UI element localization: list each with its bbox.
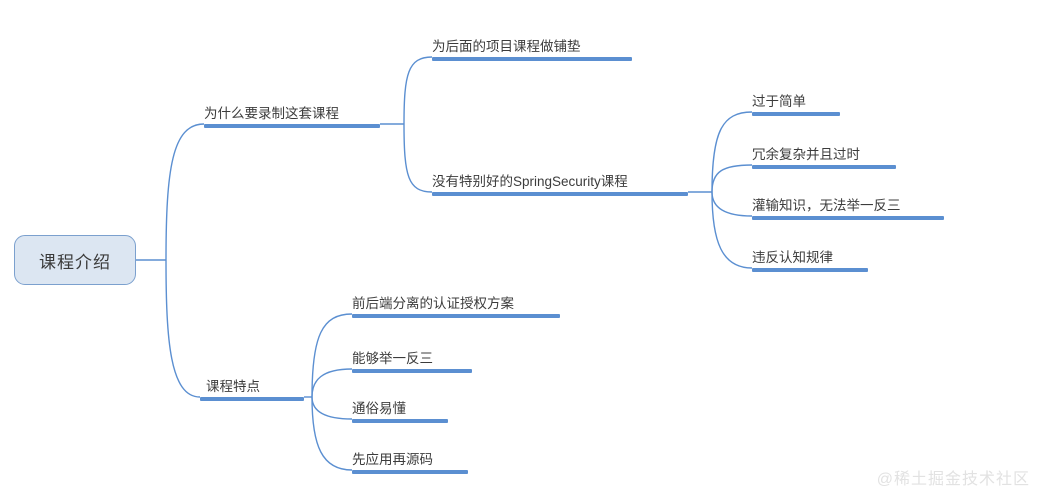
topic-ss-child-2-label: 冗余复杂并且过时: [752, 147, 860, 163]
connector-ss-to-c4: [711, 191, 753, 269]
topic-why[interactable]: 为什么要录制这套课程: [204, 96, 380, 128]
topic-ss-child-4-label: 违反认知规律: [752, 250, 833, 266]
connector-ss-to-c1: [711, 111, 753, 193]
root-node[interactable]: 课程介绍: [14, 235, 136, 285]
topic-features-child-1-label: 前后端分离的认证授权方案: [352, 296, 514, 312]
topic-ss-child-1-underline: [752, 112, 840, 116]
topic-features-child-2-underline: [352, 369, 472, 373]
topic-ss-child-1-label: 过于简单: [752, 94, 806, 110]
connector-why-to-c1: [403, 56, 433, 125]
watermark: @稀土掘金技术社区: [876, 471, 1030, 488]
topic-ss-child-4[interactable]: 违反认知规律: [752, 240, 868, 272]
topic-why-child-2-label: 没有特别好的SpringSecurity课程: [432, 174, 628, 190]
connector-root-to-features: [165, 259, 201, 398]
topic-ss-child-2[interactable]: 冗余复杂并且过时: [752, 137, 896, 169]
connector-features-to-c4: [311, 396, 353, 471]
topic-why-child-2[interactable]: 没有特别好的SpringSecurity课程: [432, 164, 688, 196]
topic-ss-child-1[interactable]: 过于简单: [752, 84, 840, 116]
topic-features-child-4-label: 先应用再源码: [352, 452, 433, 468]
connector-features-to-c3: [311, 396, 353, 420]
topic-why-label: 为什么要录制这套课程: [204, 106, 339, 122]
topic-ss-child-3-underline: [752, 216, 944, 220]
connector-features-to-c2: [311, 368, 353, 398]
root-node-label: 课程介绍: [39, 252, 111, 272]
topic-features-child-2[interactable]: 能够举一反三: [352, 341, 472, 373]
connector-ss-to-c2: [711, 164, 753, 193]
connector-ss-to-c3: [711, 191, 753, 217]
topic-features-child-1[interactable]: 前后端分离的认证授权方案: [352, 286, 560, 318]
topic-features-underline: [200, 397, 304, 401]
topic-why-child-1-underline: [432, 57, 632, 61]
topic-features-child-4[interactable]: 先应用再源码: [352, 442, 468, 474]
topic-ss-child-3-label: 灌输知识，无法举一反三: [752, 198, 901, 214]
connector-features-to-c1: [311, 313, 353, 398]
topic-why-underline: [204, 124, 380, 128]
topic-features-child-3[interactable]: 通俗易懂: [352, 391, 448, 423]
topic-features-child-3-label: 通俗易懂: [352, 401, 406, 417]
topic-why-child-2-underline: [432, 192, 688, 196]
topic-ss-child-4-underline: [752, 268, 868, 272]
topic-features-child-4-underline: [352, 470, 468, 474]
topic-features-child-1-underline: [352, 314, 560, 318]
topic-ss-child-3[interactable]: 灌输知识，无法举一反三: [752, 188, 944, 220]
topic-ss-child-2-underline: [752, 165, 896, 169]
topic-features-child-2-label: 能够举一反三: [352, 351, 433, 367]
connector-root-to-why: [165, 123, 205, 261]
topic-features-label: 课程特点: [206, 379, 260, 395]
topic-why-child-1-label: 为后面的项目课程做铺垫: [432, 39, 581, 55]
topic-features-child-3-underline: [352, 419, 448, 423]
topic-why-child-1[interactable]: 为后面的项目课程做铺垫: [432, 29, 632, 61]
topic-features[interactable]: 课程特点: [200, 369, 304, 401]
connector-why-to-c2: [403, 123, 433, 193]
